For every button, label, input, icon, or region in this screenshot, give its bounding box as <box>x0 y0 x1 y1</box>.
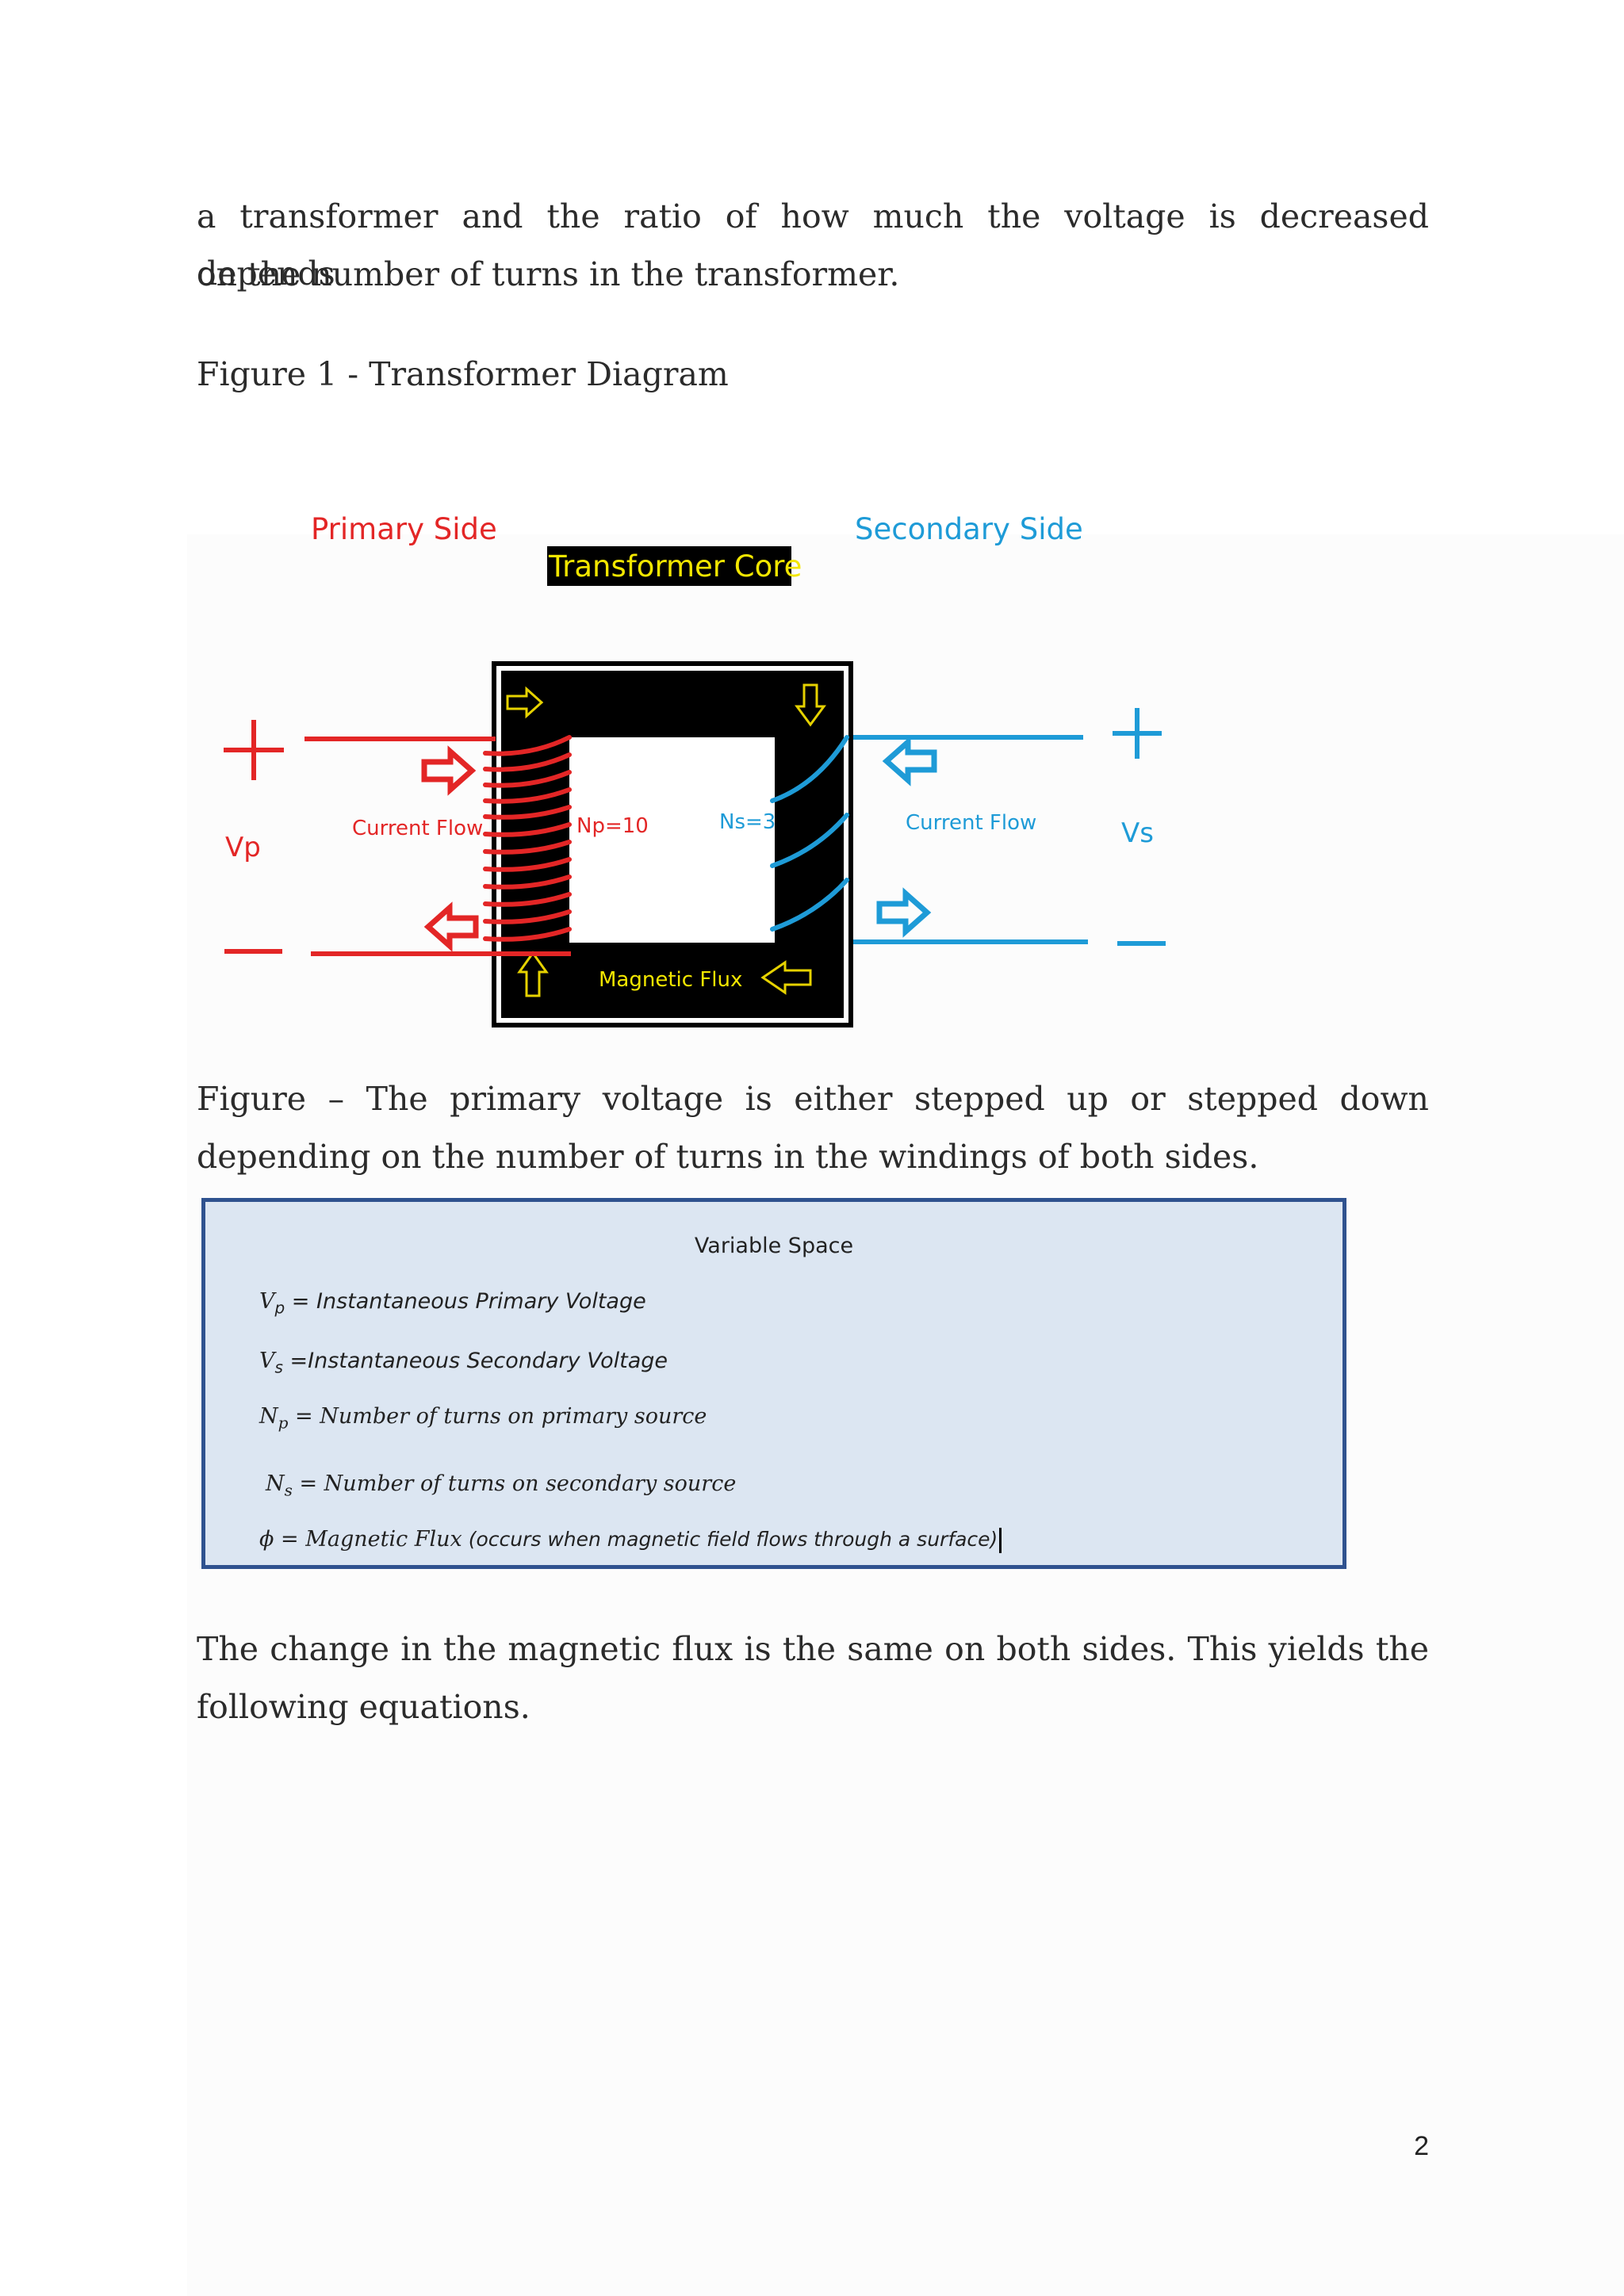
caption-word: stepped <box>914 1080 1045 1118</box>
secondary-side-label: Secondary Side <box>855 512 1083 546</box>
var-vp-text: = Instantaneous Primary Voltage <box>285 1289 646 1314</box>
outro-line-2: following equations. <box>197 1688 530 1726</box>
primary-plus-icon <box>224 720 284 780</box>
var-vs-text: =Instantaneous Secondary Voltage <box>282 1349 668 1373</box>
caption-word: stepped <box>1187 1080 1318 1118</box>
vs-label: Vs <box>1121 817 1154 849</box>
transformer-diagram: Primary Side Secondary Side Transformer … <box>224 512 1166 1027</box>
primary-current-arrow-right-icon <box>421 745 477 796</box>
var-phi-definition: ϕ = Magnetic Flux (occurs when magnetic … <box>259 1527 1002 1553</box>
var-phi-text: = Magnetic Flux <box>274 1527 462 1552</box>
primary-coil <box>483 735 572 942</box>
caption-word: or <box>1130 1080 1166 1118</box>
secondary-plus-icon <box>1113 708 1162 759</box>
var-np-subscript: p <box>278 1413 289 1433</box>
var-vs-symbol: V <box>259 1349 275 1373</box>
caption-word: is <box>745 1080 772 1118</box>
figure-1-caption: Figure 1 - Transformer Diagram <box>197 355 729 393</box>
figure-caption-line-2: depending on the number of turns in the … <box>197 1138 1259 1176</box>
core-label-background <box>547 546 791 586</box>
vp-label: Vp <box>225 832 261 863</box>
caption-word: Figure <box>197 1080 307 1118</box>
flux-arrow-up-icon <box>517 951 549 997</box>
var-phi-symbol: ϕ <box>259 1527 274 1552</box>
var-vp-definition: Vp = Instantaneous Primary Voltage <box>259 1289 646 1317</box>
np-label: Np=10 <box>576 814 649 838</box>
secondary-current-arrow-left-icon <box>882 736 937 786</box>
var-np-definition: Np = Number of turns on primary source <box>259 1404 707 1432</box>
var-ns-symbol: N <box>266 1471 285 1496</box>
var-vs-subscript: s <box>274 1357 283 1377</box>
caption-word: down <box>1339 1080 1429 1118</box>
caption-word: The <box>366 1080 428 1118</box>
var-ns-definition: Ns = Number of turns on secondary source <box>266 1471 736 1499</box>
caption-word: primary <box>450 1080 581 1118</box>
var-np-text: = Number of turns on primary source <box>288 1404 707 1429</box>
outro-line-1: The change in the magnetic flux is the s… <box>197 1630 1429 1668</box>
text-cursor <box>999 1527 1002 1553</box>
flux-arrow-down-icon <box>795 683 826 727</box>
magnetic-flux-label: Magnetic Flux <box>599 968 742 992</box>
secondary-coil <box>770 735 849 932</box>
secondary-current-arrow-right-icon <box>876 887 932 938</box>
caption-word: either <box>794 1080 893 1118</box>
flux-arrow-left-icon <box>760 960 812 995</box>
caption-word: up <box>1067 1080 1109 1118</box>
variable-space-title: Variable Space <box>694 1234 854 1258</box>
caption-word: voltage <box>602 1080 724 1118</box>
primary-current-flow-label: Current Flow <box>352 817 483 840</box>
primary-side-label: Primary Side <box>311 512 497 546</box>
intro-line-1: a transformer and the ratio of how much … <box>197 197 1429 293</box>
var-ns-subscript: s <box>284 1480 293 1500</box>
flux-arrow-right-icon <box>506 686 544 719</box>
caption-word: – <box>327 1080 345 1118</box>
var-ns-text: = Number of turns on secondary source <box>292 1471 737 1496</box>
figure-caption-line-1: Figure–The primary voltage is either stepped u… <box>197 1070 1429 1127</box>
core-label: Transformer Core <box>548 549 802 584</box>
intro-line-2: on the number of turns in the transforme… <box>197 255 900 293</box>
page-number: 2 <box>1414 2131 1429 2161</box>
secondary-current-flow-label: Current Flow <box>906 811 1036 835</box>
var-np-symbol: N <box>259 1404 278 1429</box>
var-vs-definition: Vs =Instantaneous Secondary Voltage <box>259 1349 668 1376</box>
core-window <box>569 737 775 943</box>
var-phi-note: (occurs when magnetic field flows throug… <box>462 1528 998 1551</box>
ns-label: Ns=3 <box>719 810 776 834</box>
var-vp-symbol: V <box>259 1289 275 1314</box>
primary-current-arrow-left-icon <box>423 901 479 952</box>
var-vp-subscript: p <box>274 1298 285 1318</box>
variable-space-box: Variable Space Vp = Instantaneous Primar… <box>201 1198 1346 1569</box>
